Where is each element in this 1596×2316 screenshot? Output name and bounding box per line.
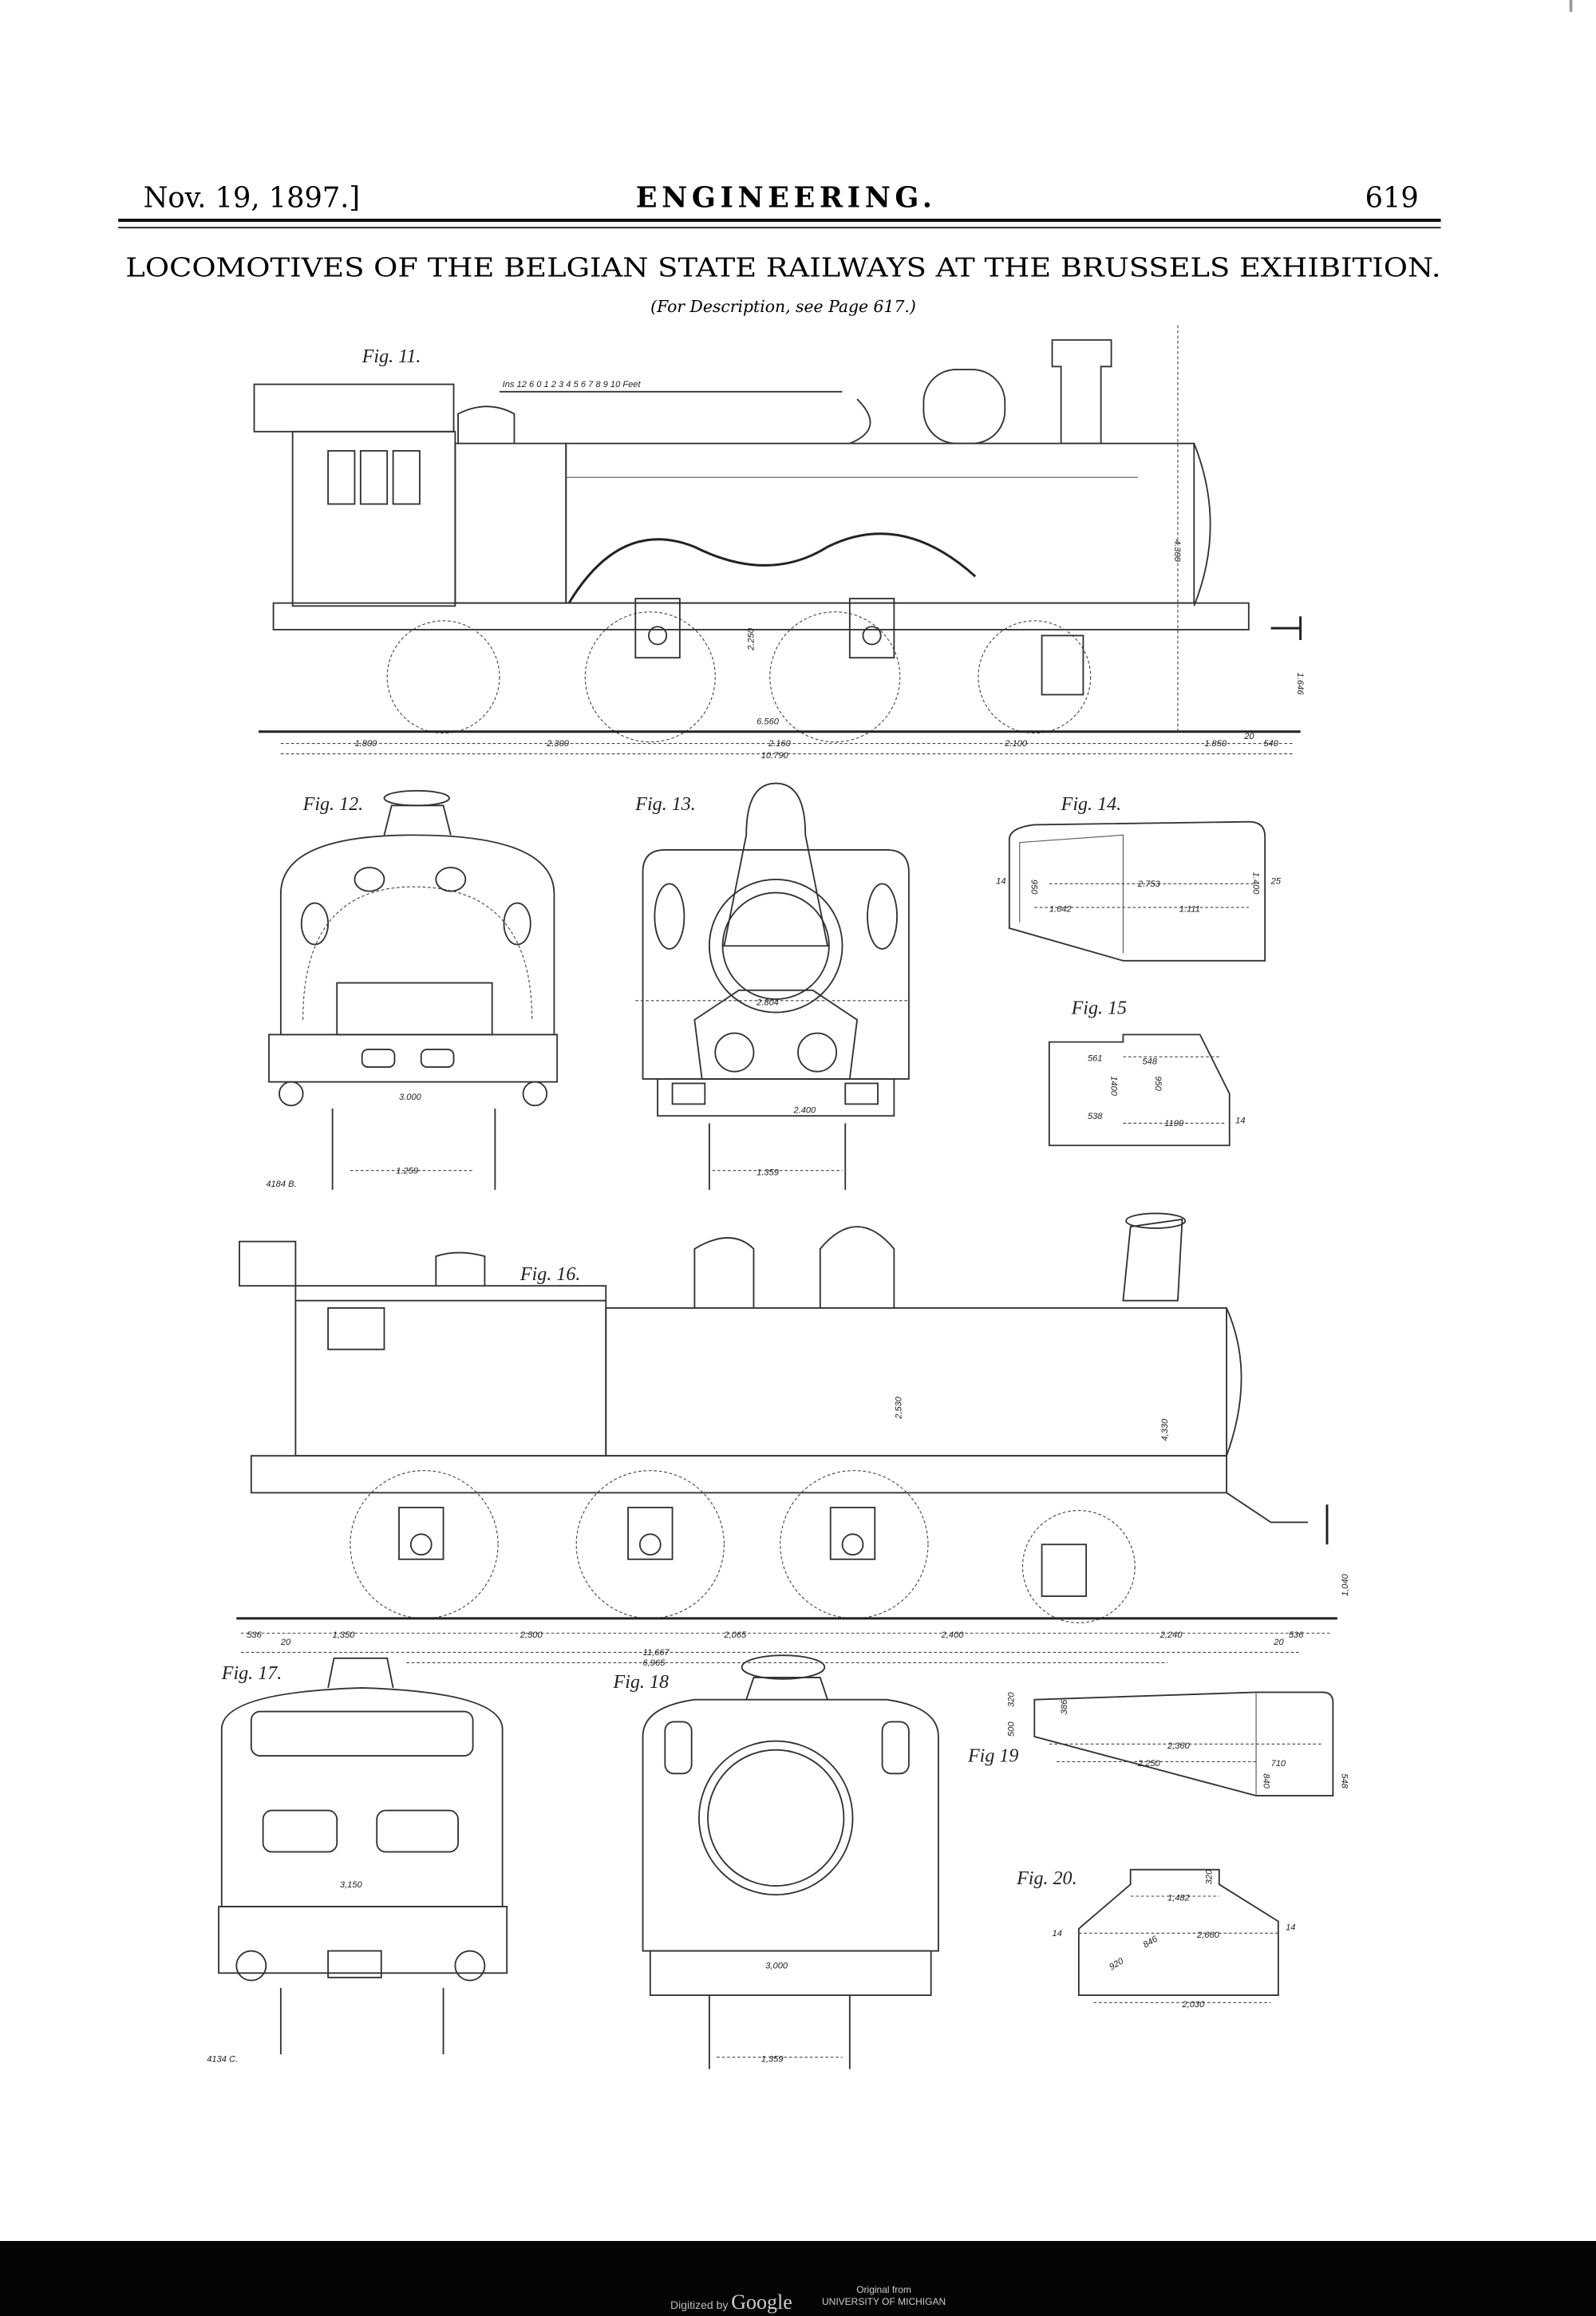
- fig16-label: Fig. 16.: [519, 1264, 581, 1285]
- fig12-end-view: Fig. 12. 1.259 3.000 4184 B.: [266, 789, 559, 1190]
- dim: 536: [247, 1630, 262, 1640]
- fig17-label: Fig. 17.: [221, 1663, 282, 1684]
- fig18-front-view: Fig. 18 3,000 1,359: [613, 1654, 939, 2069]
- dim: 1.646: [1295, 673, 1305, 696]
- dim: 536: [1289, 1630, 1304, 1640]
- dim: 1.359: [757, 1168, 779, 1177]
- dim: 14: [996, 876, 1005, 886]
- dim: 2,500: [519, 1630, 543, 1640]
- dim: 14: [1286, 1923, 1295, 1933]
- dim: 540: [1263, 739, 1278, 749]
- dim: 1.850: [1204, 739, 1227, 749]
- dim: 2,530: [895, 1396, 904, 1420]
- page-number: 619: [1365, 181, 1419, 214]
- dim: 3,000: [765, 1962, 788, 1971]
- fig20-tank-section: Fig. 20. 1,482 2,660 846 920 2,030 320 1…: [1016, 1868, 1295, 2010]
- dim: 2.160: [768, 739, 792, 749]
- dim: 20: [1243, 732, 1254, 741]
- dim: 1400: [1109, 1076, 1119, 1097]
- scan-footer-bar: [0, 2241, 1596, 2316]
- header-date: Nov. 19, 1897.]: [144, 181, 361, 214]
- dim: 14: [1235, 1116, 1245, 1125]
- dim: 840: [1261, 1773, 1270, 1788]
- dim: 2,030: [1181, 2000, 1205, 2010]
- fig11-side-elevation: Fig. 11. Ins 12 6 0 1 2 3 4 5 6 7 8 9 10…: [253, 325, 1305, 761]
- dim: 950: [1153, 1076, 1163, 1091]
- dim: 2.400: [792, 1106, 816, 1116]
- dim: 14: [1053, 1929, 1062, 1939]
- dim: 1.800: [354, 739, 377, 749]
- fig18-label: Fig. 18: [613, 1672, 670, 1693]
- fig16-side-elevation: Fig. 16. 536 20 1,350 2,500 2,065 2,400 …: [236, 1212, 1350, 1668]
- dim: 6,965: [643, 1658, 666, 1668]
- dim: 1100: [1164, 1119, 1184, 1128]
- dim: 4.300: [1172, 539, 1182, 563]
- google-logo: Google: [731, 2290, 792, 2314]
- dim: 320: [1006, 1692, 1016, 1707]
- fig14-label: Fig. 14.: [1061, 794, 1122, 815]
- dim: 3.000: [399, 1093, 422, 1102]
- drawing-ref: 4184 B.: [266, 1180, 296, 1189]
- dim: 4,330: [1160, 1418, 1170, 1441]
- fig15-tank-section: Fig. 15 561 548 1400 950 538 1100 14: [1048, 998, 1246, 1147]
- fig19-label: Fig 19: [967, 1745, 1019, 1766]
- fig12-label: Fig. 12.: [302, 794, 364, 815]
- fig11-scale: Ins 12 6 0 1 2 3 4 5 6 7 8 9 10 Feet: [503, 380, 642, 389]
- dim: 386: [1060, 1699, 1069, 1714]
- dim: 6.560: [757, 717, 780, 726]
- dim: 1.642: [1049, 905, 1073, 915]
- dim: 2,360: [1167, 1741, 1191, 1751]
- dim: 2,250: [1137, 1759, 1161, 1769]
- dim: 561: [1088, 1054, 1103, 1064]
- dim: 25: [1270, 876, 1282, 886]
- dim: 2.100: [1004, 739, 1028, 749]
- dim: 920: [1108, 1956, 1126, 1972]
- fig19-tank-section: Fig 19 2,360 2,250 710 840 548 500 320 3…: [967, 1691, 1349, 1796]
- dim: 1.400: [1250, 872, 1260, 895]
- dim: 548: [1142, 1057, 1157, 1066]
- original-from-notice: Original from UNIVERSITY OF MICHIGAN: [822, 2284, 946, 2308]
- digitized-by-notice: Digitized by Google: [670, 2290, 792, 2314]
- drawing-ref: 4134 C.: [207, 2054, 238, 2064]
- dim: 1,040: [1341, 1573, 1350, 1596]
- dim: 2.753: [1137, 879, 1161, 889]
- dim: 950: [1029, 879, 1039, 895]
- university-label: UNIVERSITY OF MICHIGAN: [822, 2296, 946, 2307]
- digitized-label: Digitized by: [670, 2298, 729, 2311]
- original-from-label: Original from: [856, 2284, 911, 2295]
- dim: 11,667: [643, 1648, 670, 1658]
- article-subtitle: (For Description, see Page 617.): [650, 297, 916, 316]
- dim: 2,400: [941, 1630, 965, 1640]
- fig14-tank-section: Fig. 14. 2.753 1.642 1.111 1.400 950 25 …: [996, 794, 1282, 962]
- dim: 1,359: [761, 2054, 784, 2064]
- dim: 2.804: [756, 998, 779, 1007]
- dim: 320: [1205, 1869, 1215, 1884]
- dim: 500: [1006, 1721, 1016, 1737]
- dim: 1,350: [333, 1630, 356, 1640]
- dim: 3,150: [340, 1880, 363, 1890]
- dim: 2.300: [546, 739, 570, 749]
- dim: 2,065: [723, 1630, 747, 1640]
- dim: 1.111: [1179, 905, 1200, 915]
- fig15-label: Fig. 15: [1071, 998, 1128, 1018]
- fig11-label: Fig. 11.: [361, 346, 421, 367]
- article-title: LOCOMOTIVES OF THE BELGIAN STATE RAILWAY…: [125, 252, 1440, 283]
- fig20-label: Fig. 20.: [1016, 1868, 1077, 1889]
- fig17-end-view: Fig. 17. 3,150 4134 C.: [207, 1657, 508, 2064]
- dim: 538: [1088, 1112, 1103, 1121]
- dim: 10.790: [761, 751, 789, 761]
- fig13-label: Fig. 13.: [634, 794, 696, 815]
- fig13-front-view: Fig. 13. 2.804 2.400 1.359: [634, 782, 910, 1190]
- dim: 20: [280, 1638, 291, 1647]
- dim: 2.250: [746, 627, 756, 651]
- dim: 2,240: [1159, 1630, 1183, 1640]
- dim: 2,660: [1196, 1931, 1220, 1940]
- journal-name: ENGINEERING.: [636, 181, 937, 214]
- dim: 1,482: [1167, 1894, 1191, 1903]
- dim: 548: [1339, 1773, 1349, 1788]
- dim: 710: [1271, 1759, 1286, 1769]
- dim: 1.259: [396, 1166, 418, 1176]
- dim: 846: [1142, 1934, 1160, 1950]
- dim: 20: [1273, 1638, 1284, 1647]
